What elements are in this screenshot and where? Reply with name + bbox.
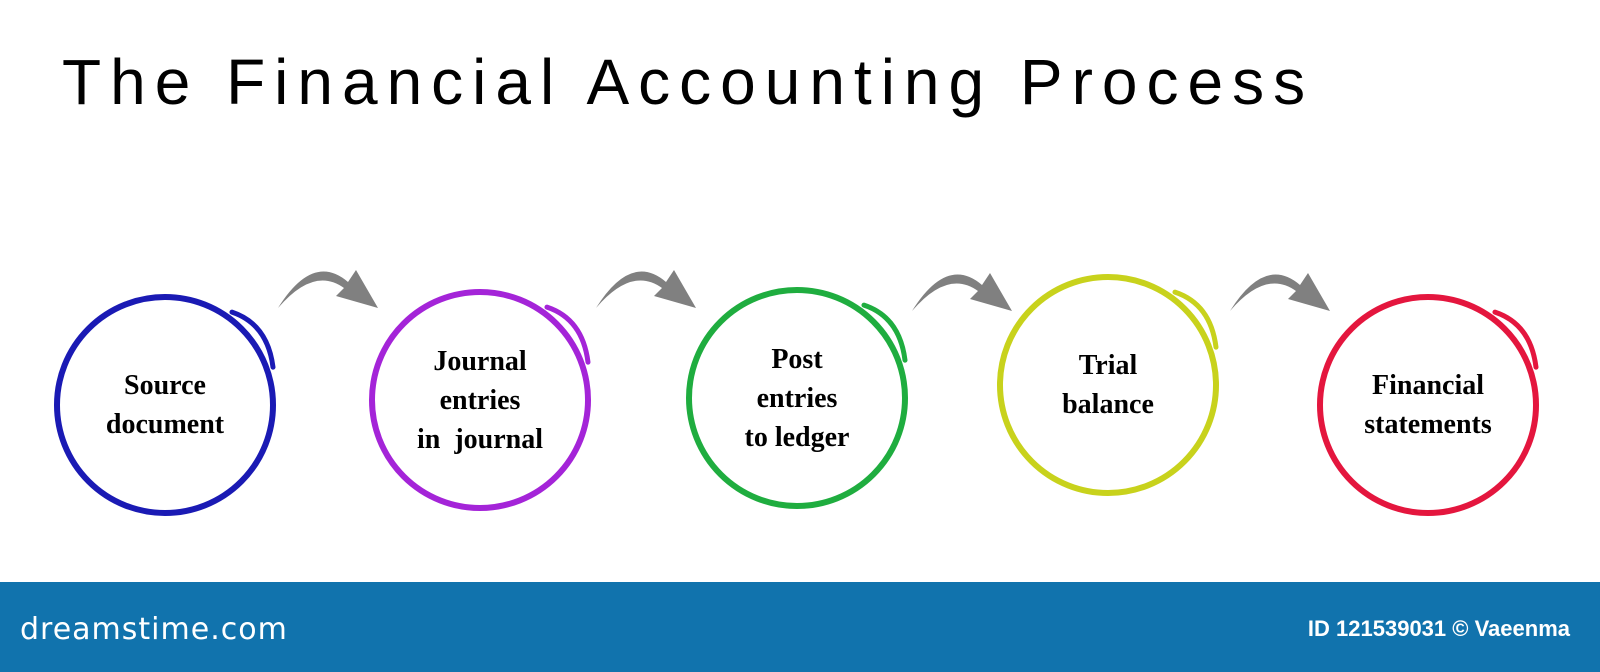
step-label-line: balance [1062, 389, 1154, 420]
step-circle-stroke-end-5 [1492, 309, 1539, 370]
step-circle-stroke-end-3 [861, 302, 908, 363]
step-label-line: Trial [1078, 350, 1138, 381]
watermark-brand: dreamstime.com [20, 612, 288, 647]
curved-arrow-icon [596, 270, 696, 308]
step-label-line: to ledger [744, 421, 850, 453]
step-label-line: statements [1364, 409, 1492, 440]
step-circle-2 [369, 289, 591, 511]
footer-bar: dreamstime.com ID 121539031 © Vaeenma [0, 582, 1600, 672]
diagram-title: The Financial Accounting Process [62, 46, 1315, 118]
step-label-line: Journal [433, 345, 527, 377]
curved-arrow-icon [912, 273, 1012, 311]
step-label-4: Trial balance [1008, 346, 1208, 424]
image-credit: ID 121539031 © Vaeenma [1307, 616, 1570, 641]
step-label-5: Financial statements [1328, 366, 1528, 444]
step-circle-4 [997, 274, 1219, 496]
process-diagram [54, 270, 1539, 516]
curved-arrow-icon [1230, 273, 1330, 311]
step-circle-3 [686, 287, 908, 509]
step-label-line: Financial [1371, 370, 1484, 401]
step-circle-stroke-end-4 [1172, 289, 1219, 350]
step-label-line: Post [771, 343, 823, 375]
step-label-line: entries [439, 384, 521, 416]
step-label-2: Journal entries in journal [380, 342, 580, 459]
step-label-3: Post entries to ledger [697, 340, 897, 457]
step-label-line: document [105, 409, 225, 440]
step-circle-1 [54, 294, 276, 516]
step-circle-5 [1317, 294, 1539, 516]
step-circle-stroke-end-2 [544, 304, 591, 365]
curved-arrow-icon [278, 270, 378, 308]
step-label-1: Source document [65, 366, 265, 444]
step-circle-stroke-end-1 [229, 309, 276, 370]
step-label-line: entries [756, 382, 838, 414]
step-label-line: Source [124, 370, 206, 401]
step-label-line: in journal [416, 423, 544, 455]
